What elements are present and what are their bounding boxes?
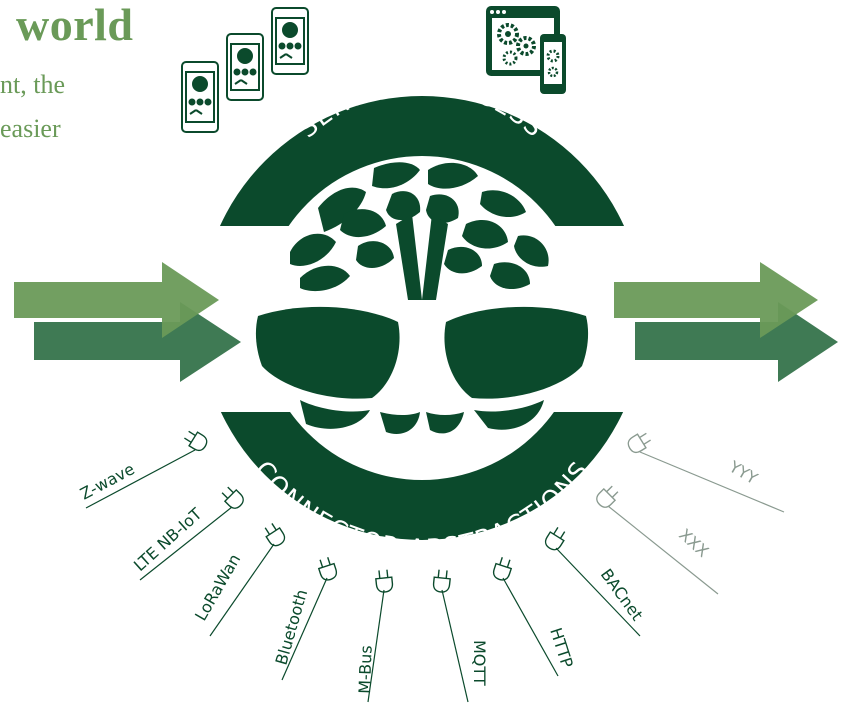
- output-arrow-back: [635, 302, 838, 382]
- connector-cable: [502, 577, 559, 677]
- connector-cable: [85, 449, 196, 509]
- output-arrows: [614, 262, 838, 382]
- tree-trunk-left: [255, 306, 400, 399]
- plug-icon: [627, 432, 651, 454]
- connector-cable: [209, 543, 275, 637]
- connector-label: LTE NB-IoT: [130, 504, 206, 575]
- tree-trunk-right: [444, 306, 589, 399]
- plug-icon: [544, 527, 566, 551]
- connector-lorawan: LoRaWan: [191, 523, 286, 637]
- connector-mqtt: MQTT: [432, 569, 489, 703]
- phone-dashboard-icon: [271, 7, 309, 75]
- services-access-band: [220, 96, 624, 226]
- plug-icon: [375, 569, 394, 593]
- connector-cable: [281, 577, 328, 681]
- connector-m-bus: M-Bus: [355, 569, 394, 703]
- heading-title: world: [16, 0, 134, 50]
- heading-subline-1: nt, the: [0, 70, 65, 99]
- connector-label: XXX: [675, 525, 712, 561]
- connector-label: LoRaWan: [191, 551, 244, 624]
- connector-label: MQTT: [470, 640, 489, 686]
- connector-cable: [639, 451, 785, 513]
- connector-cable: [607, 505, 719, 595]
- input-arrow-back: [34, 302, 241, 382]
- plug-icon: [317, 557, 338, 581]
- connector-cable: [367, 589, 385, 703]
- heading-subline-2: easier: [0, 114, 61, 143]
- connector-bluetooth: Bluetooth: [272, 557, 338, 681]
- tree-canopy: [290, 162, 549, 300]
- connector-label: BACnet: [597, 565, 647, 624]
- connector-yyy: YYY: [627, 432, 785, 513]
- connector-http: HTTP: [492, 557, 577, 677]
- connector-abstractions-band: [220, 412, 624, 540]
- plug-icon: [264, 523, 286, 547]
- tree-roots: [300, 400, 544, 434]
- phone-dashboard-icon: [226, 33, 264, 101]
- connector-cable: [441, 589, 469, 703]
- connector-z-wave: Z-wave: [77, 430, 208, 509]
- plug-icon: [492, 557, 513, 581]
- connector-label: YYY: [725, 457, 761, 489]
- plug-icon: [432, 569, 451, 593]
- tree-emblem: [255, 162, 589, 478]
- plug-icon: [596, 485, 619, 508]
- input-arrows: [14, 262, 241, 382]
- phone-dashboard-icon: [181, 61, 219, 133]
- connector-bacnet: BACnet: [544, 527, 647, 637]
- connector-cable: [555, 547, 641, 637]
- gears-devices-icon: [486, 6, 566, 94]
- output-arrow-front: [614, 262, 818, 338]
- plug-icon: [184, 430, 208, 452]
- plug-icon: [221, 486, 244, 509]
- connector-cable: [139, 506, 233, 581]
- connector-label: M-Bus: [355, 645, 376, 694]
- input-arrow-front: [14, 262, 219, 338]
